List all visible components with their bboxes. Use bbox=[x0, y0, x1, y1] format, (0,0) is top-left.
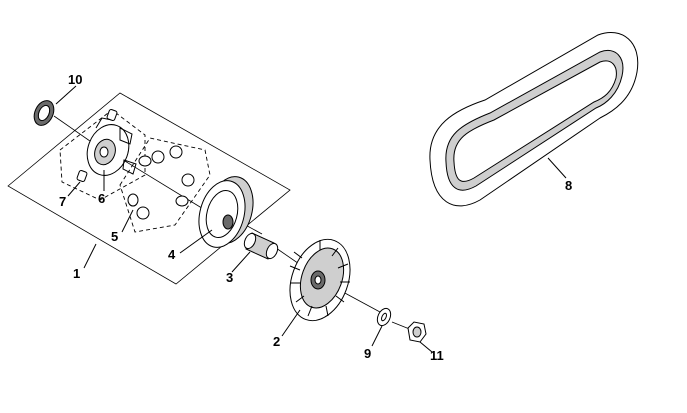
leader-line bbox=[67, 181, 81, 197]
callout-3: 3 bbox=[226, 270, 233, 285]
oil-seal-icon bbox=[33, 100, 55, 126]
ramp-plate-icon bbox=[86, 117, 137, 176]
leader-line bbox=[419, 341, 433, 353]
hex-nut-icon bbox=[407, 321, 427, 343]
pulley-boss-collar-icon bbox=[243, 232, 279, 260]
callout-1: 1 bbox=[73, 266, 80, 281]
axis-line bbox=[119, 157, 206, 211]
fan-face-plate-icon bbox=[289, 238, 351, 322]
drive-belt-icon bbox=[429, 32, 639, 207]
movable-drive-face-icon bbox=[198, 176, 254, 248]
leader-line bbox=[179, 229, 213, 254]
callout-7: 7 bbox=[59, 194, 66, 209]
callout-5: 5 bbox=[111, 229, 118, 244]
leader-line bbox=[231, 251, 251, 273]
leader-line bbox=[83, 243, 97, 269]
leader-line bbox=[371, 325, 383, 347]
leader-line bbox=[121, 209, 134, 233]
washer-icon bbox=[376, 307, 392, 327]
leader-line bbox=[547, 157, 567, 179]
slide-piece-icon bbox=[76, 108, 118, 183]
callout-11: 11 bbox=[430, 348, 444, 363]
callout-9: 9 bbox=[364, 346, 371, 361]
leader-line bbox=[55, 85, 77, 105]
callout-10: 10 bbox=[68, 72, 82, 87]
callout-8: 8 bbox=[565, 178, 572, 193]
leader-line bbox=[281, 309, 301, 337]
weight-roller-icon bbox=[127, 145, 195, 220]
callout-4: 4 bbox=[168, 247, 176, 262]
callout-6: 6 bbox=[98, 191, 105, 206]
assembly-outline bbox=[7, 92, 291, 285]
roller-group-outline bbox=[119, 137, 211, 233]
callout-2: 2 bbox=[273, 334, 280, 349]
